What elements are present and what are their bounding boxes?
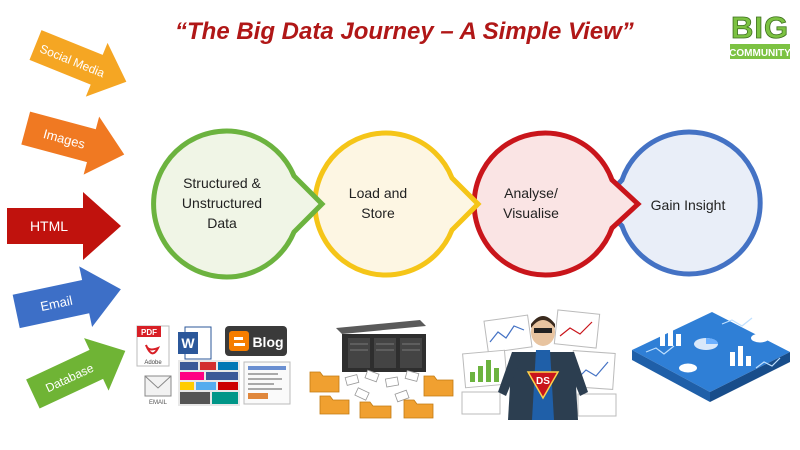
folder-icon [309,371,454,419]
document-pages-icon [243,361,291,405]
stage-label: Visualise [503,205,559,221]
svg-text:Blog: Blog [252,334,283,350]
page-title: “The Big Data Journey – A Simple View” [175,18,634,45]
word-icon: W [178,326,212,360]
svg-text:COMMUNITY: COMMUNITY [729,48,791,59]
svg-text:PDF: PDF [141,328,157,337]
svg-text:EMAIL: EMAIL [149,400,168,406]
bar-chart-icon [660,326,751,366]
svg-text:Adobe: Adobe [144,360,162,366]
arrow-database: Database [26,338,126,409]
stage-structured-data: Structured & Unstructured Data [151,128,326,280]
stage-label: Unstructured [182,195,262,211]
server-storage-illustration [309,320,454,419]
superhero-figure: DS [498,316,588,420]
data-scientist-superhero-illustration: DS [461,309,617,420]
superhero-badge: DS [536,376,550,387]
stage-load-and-store: Load and Store [312,130,482,278]
server-rack-icon [336,320,426,372]
email-icon: EMAIL [144,375,172,406]
stage-label: Gain Insight [651,197,726,213]
arrow-social-media: Social Media [29,30,127,97]
stage-label: Load and [349,185,407,201]
arrow-html: HTML [7,192,121,260]
big-community-logo: BIG COMMUNITY [729,10,791,59]
chart-lines-icon [645,317,781,369]
pie-chart-icon [679,333,769,373]
svg-text:BIG: BIG [731,10,789,45]
arrow-email: Email [12,266,121,329]
pdf-icon: PDF Adobe [136,325,170,367]
arrow-label: Email [39,293,74,314]
svg-text:W: W [181,335,195,351]
arrow-label: HTML [30,218,68,234]
stage-label: Structured & [183,175,261,191]
blog-icon: Blog [225,326,287,356]
isometric-dashboard-illustration [632,312,790,402]
social-logos-icon [178,360,240,406]
source-icons-collage: PDF Adobe W Blog EMAIL [136,325,291,406]
flying-papers-icon [344,369,420,403]
arrow-images: Images [21,111,125,175]
stage-label: Store [361,205,395,221]
stage-label: Analyse/ [504,185,558,201]
stage-label: Data [207,215,237,231]
stage-analyse-visualise: Analyse/ Visualise [471,130,642,278]
stage-gain-insight: Gain Insight [596,129,763,277]
